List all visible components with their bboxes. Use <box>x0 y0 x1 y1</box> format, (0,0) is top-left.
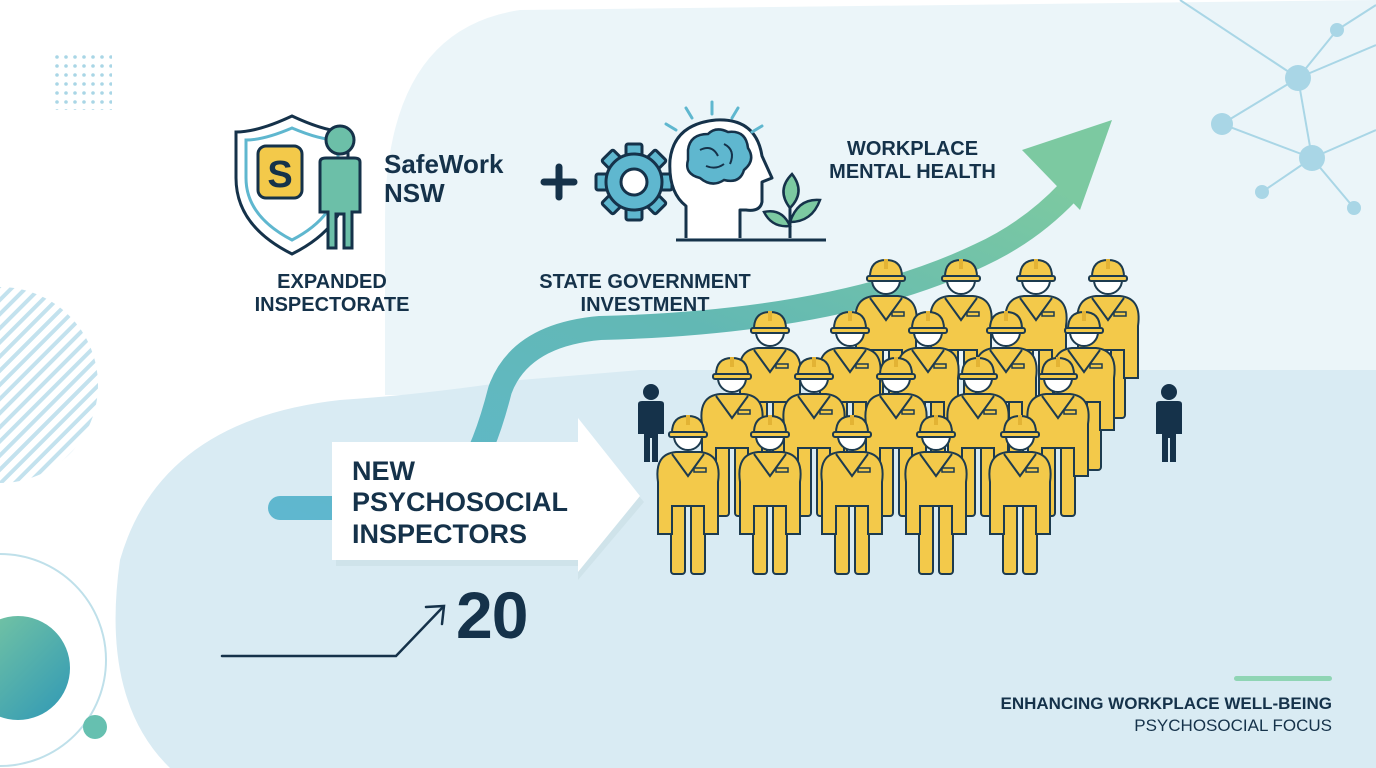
gear-icon <box>594 142 674 222</box>
callout-line1: New <box>352 456 415 486</box>
shield-letter: S <box>267 154 292 196</box>
brain-head-icon <box>664 100 826 242</box>
callout-arrow-box <box>332 418 644 580</box>
label-state-government-investment: State Government Investment <box>515 271 775 316</box>
brand-name-line2: NSW <box>384 178 445 209</box>
background-shape-upper <box>385 0 1376 395</box>
label-mental-line2: Mental Health <box>829 160 996 183</box>
callout-text: New Psychosocial Inspectors <box>352 456 568 550</box>
label-investment-line1: State Government <box>539 271 751 293</box>
label-mental-line1: Workplace <box>846 138 979 160</box>
label-inspectorate-line2: Inspectorate <box>254 293 410 316</box>
person-icon <box>318 124 362 250</box>
callout-line3: Inspectors <box>352 518 528 549</box>
callout-line2: Psychosocial <box>352 487 569 518</box>
gradient-circle-decoration <box>0 616 70 720</box>
footer-subtitle: Psychosocial Focus <box>1134 716 1332 735</box>
brand-name: SafeWork NSW <box>384 149 504 209</box>
label-expanded-inspectorate: Expanded Inspectorate <box>222 271 442 316</box>
footer-accent-bar <box>1234 676 1332 681</box>
label-inspectorate-line1: Expanded <box>277 271 387 293</box>
brand-name-line1: SafeWork <box>384 149 504 179</box>
dot-grid-decoration <box>52 50 112 110</box>
plant-icon <box>762 172 822 238</box>
label-workplace-mental-health: Workplace Mental Health <box>800 138 1025 183</box>
plus-icon <box>540 163 578 201</box>
inspector-count: 20 <box>456 578 528 652</box>
footer-title: Enhancing Workplace Well-Being <box>1000 694 1332 713</box>
small-arrow-icon <box>220 604 446 658</box>
label-investment-line2: Investment <box>580 293 710 316</box>
